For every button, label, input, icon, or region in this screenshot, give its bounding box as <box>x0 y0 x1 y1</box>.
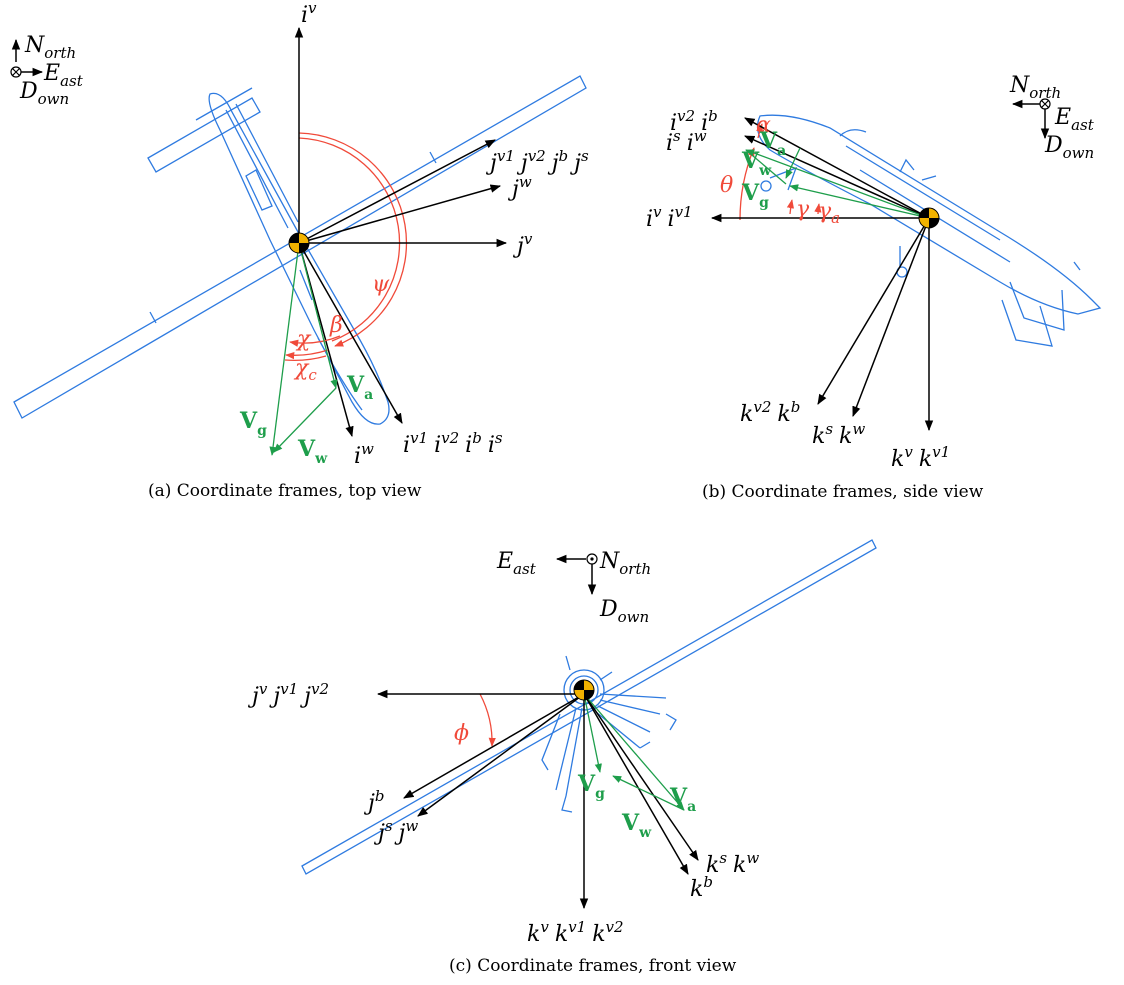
va-vector-front <box>583 693 685 811</box>
kb-axis-side <box>817 217 930 405</box>
aircraft-front-outline <box>301 539 877 875</box>
svg-text:North: North <box>24 33 76 62</box>
vg-vector-side <box>789 184 930 219</box>
svg-text:iw: iw <box>354 440 374 469</box>
svg-text:Va: Va <box>346 372 373 403</box>
svg-text:North: North <box>1009 73 1061 102</box>
va-vector-side <box>745 149 930 219</box>
kw-axis-side <box>852 217 930 417</box>
iw-axis-side <box>744 135 930 219</box>
kw-axis-front <box>583 693 699 861</box>
side-view-panel: North East Down <box>646 73 1102 502</box>
svg-text:Down: Down <box>19 79 69 108</box>
jb-axis <box>298 139 496 244</box>
vw-vector-side <box>745 149 787 185</box>
jb-axis-front <box>403 693 585 799</box>
svg-text:Vg: Vg <box>577 771 605 802</box>
chi-c-arc <box>284 355 327 362</box>
ib-axis <box>298 242 403 424</box>
svg-text:ψ: ψ <box>372 272 390 297</box>
caption-b: (b) Coordinate frames, side view <box>702 482 984 502</box>
alpha-arc <box>756 123 763 139</box>
svg-text:North: North <box>599 549 651 578</box>
svg-text:jw: jw <box>507 173 532 202</box>
caption-a: (a) Coordinate frames, top view <box>148 481 422 501</box>
svg-text:Vg: Vg <box>741 180 769 211</box>
gamma-a-arc <box>814 203 822 215</box>
top-compass: North East Down <box>10 33 84 108</box>
cg-symbol-side <box>918 207 940 229</box>
vg-vector-front <box>583 693 602 773</box>
svg-text:Va: Va <box>669 784 696 815</box>
aircraft-side-outline <box>756 114 1102 347</box>
cg-symbol-front <box>573 679 595 701</box>
svg-text:East: East <box>1054 105 1095 134</box>
vw-vector <box>273 387 337 453</box>
svg-text:β: β <box>329 313 343 338</box>
svg-text:iv: iv <box>301 0 317 28</box>
va-vector <box>298 242 338 389</box>
ib-axis-side <box>744 117 930 219</box>
psi-angle-arc <box>298 132 408 347</box>
beta-arc <box>289 335 341 347</box>
aircraft-top-outline <box>13 75 587 425</box>
caption-c: (c) Coordinate frames, front view <box>449 956 737 976</box>
svg-text:ϕ: ϕ <box>454 721 469 746</box>
svg-text:Vw: Vw <box>741 148 772 179</box>
svg-text:γ: γ <box>796 197 810 222</box>
svg-text:East: East <box>496 549 537 578</box>
svg-text:Down: Down <box>1044 133 1094 162</box>
front-view-panel: East North Down <box>247 539 877 976</box>
vg-vector <box>269 242 300 456</box>
svg-text:jv: jv <box>512 230 533 259</box>
svg-text:Va: Va <box>759 128 786 159</box>
gamma-arc <box>786 199 795 215</box>
front-compass: East North Down <box>496 549 651 626</box>
svg-text:Vw: Vw <box>297 436 328 467</box>
svg-text:χc: χc <box>293 356 317 384</box>
phi-arc <box>479 693 496 747</box>
svg-text:East: East <box>43 61 84 90</box>
svg-text:γa: γa <box>818 199 840 227</box>
svg-text:Vg: Vg <box>239 408 267 439</box>
jw-axis-front <box>417 693 585 817</box>
svg-text:kb: kb <box>690 873 713 902</box>
svg-text:θ: θ <box>720 173 733 198</box>
svg-text:α: α <box>756 113 771 138</box>
kb-axis-front <box>583 693 689 875</box>
compass-north: N <box>24 33 45 58</box>
vw-vector-front <box>612 775 685 811</box>
cg-symbol-top <box>288 232 310 254</box>
side-compass: North East Down <box>1009 73 1095 162</box>
svg-text:χ: χ <box>295 327 312 352</box>
jw-axis <box>298 184 502 244</box>
svg-text:jb: jb <box>363 787 384 816</box>
svg-text:Vw: Vw <box>621 810 652 841</box>
top-view-panel: North East Down <box>10 0 589 501</box>
svg-text:Down: Down <box>599 597 649 626</box>
